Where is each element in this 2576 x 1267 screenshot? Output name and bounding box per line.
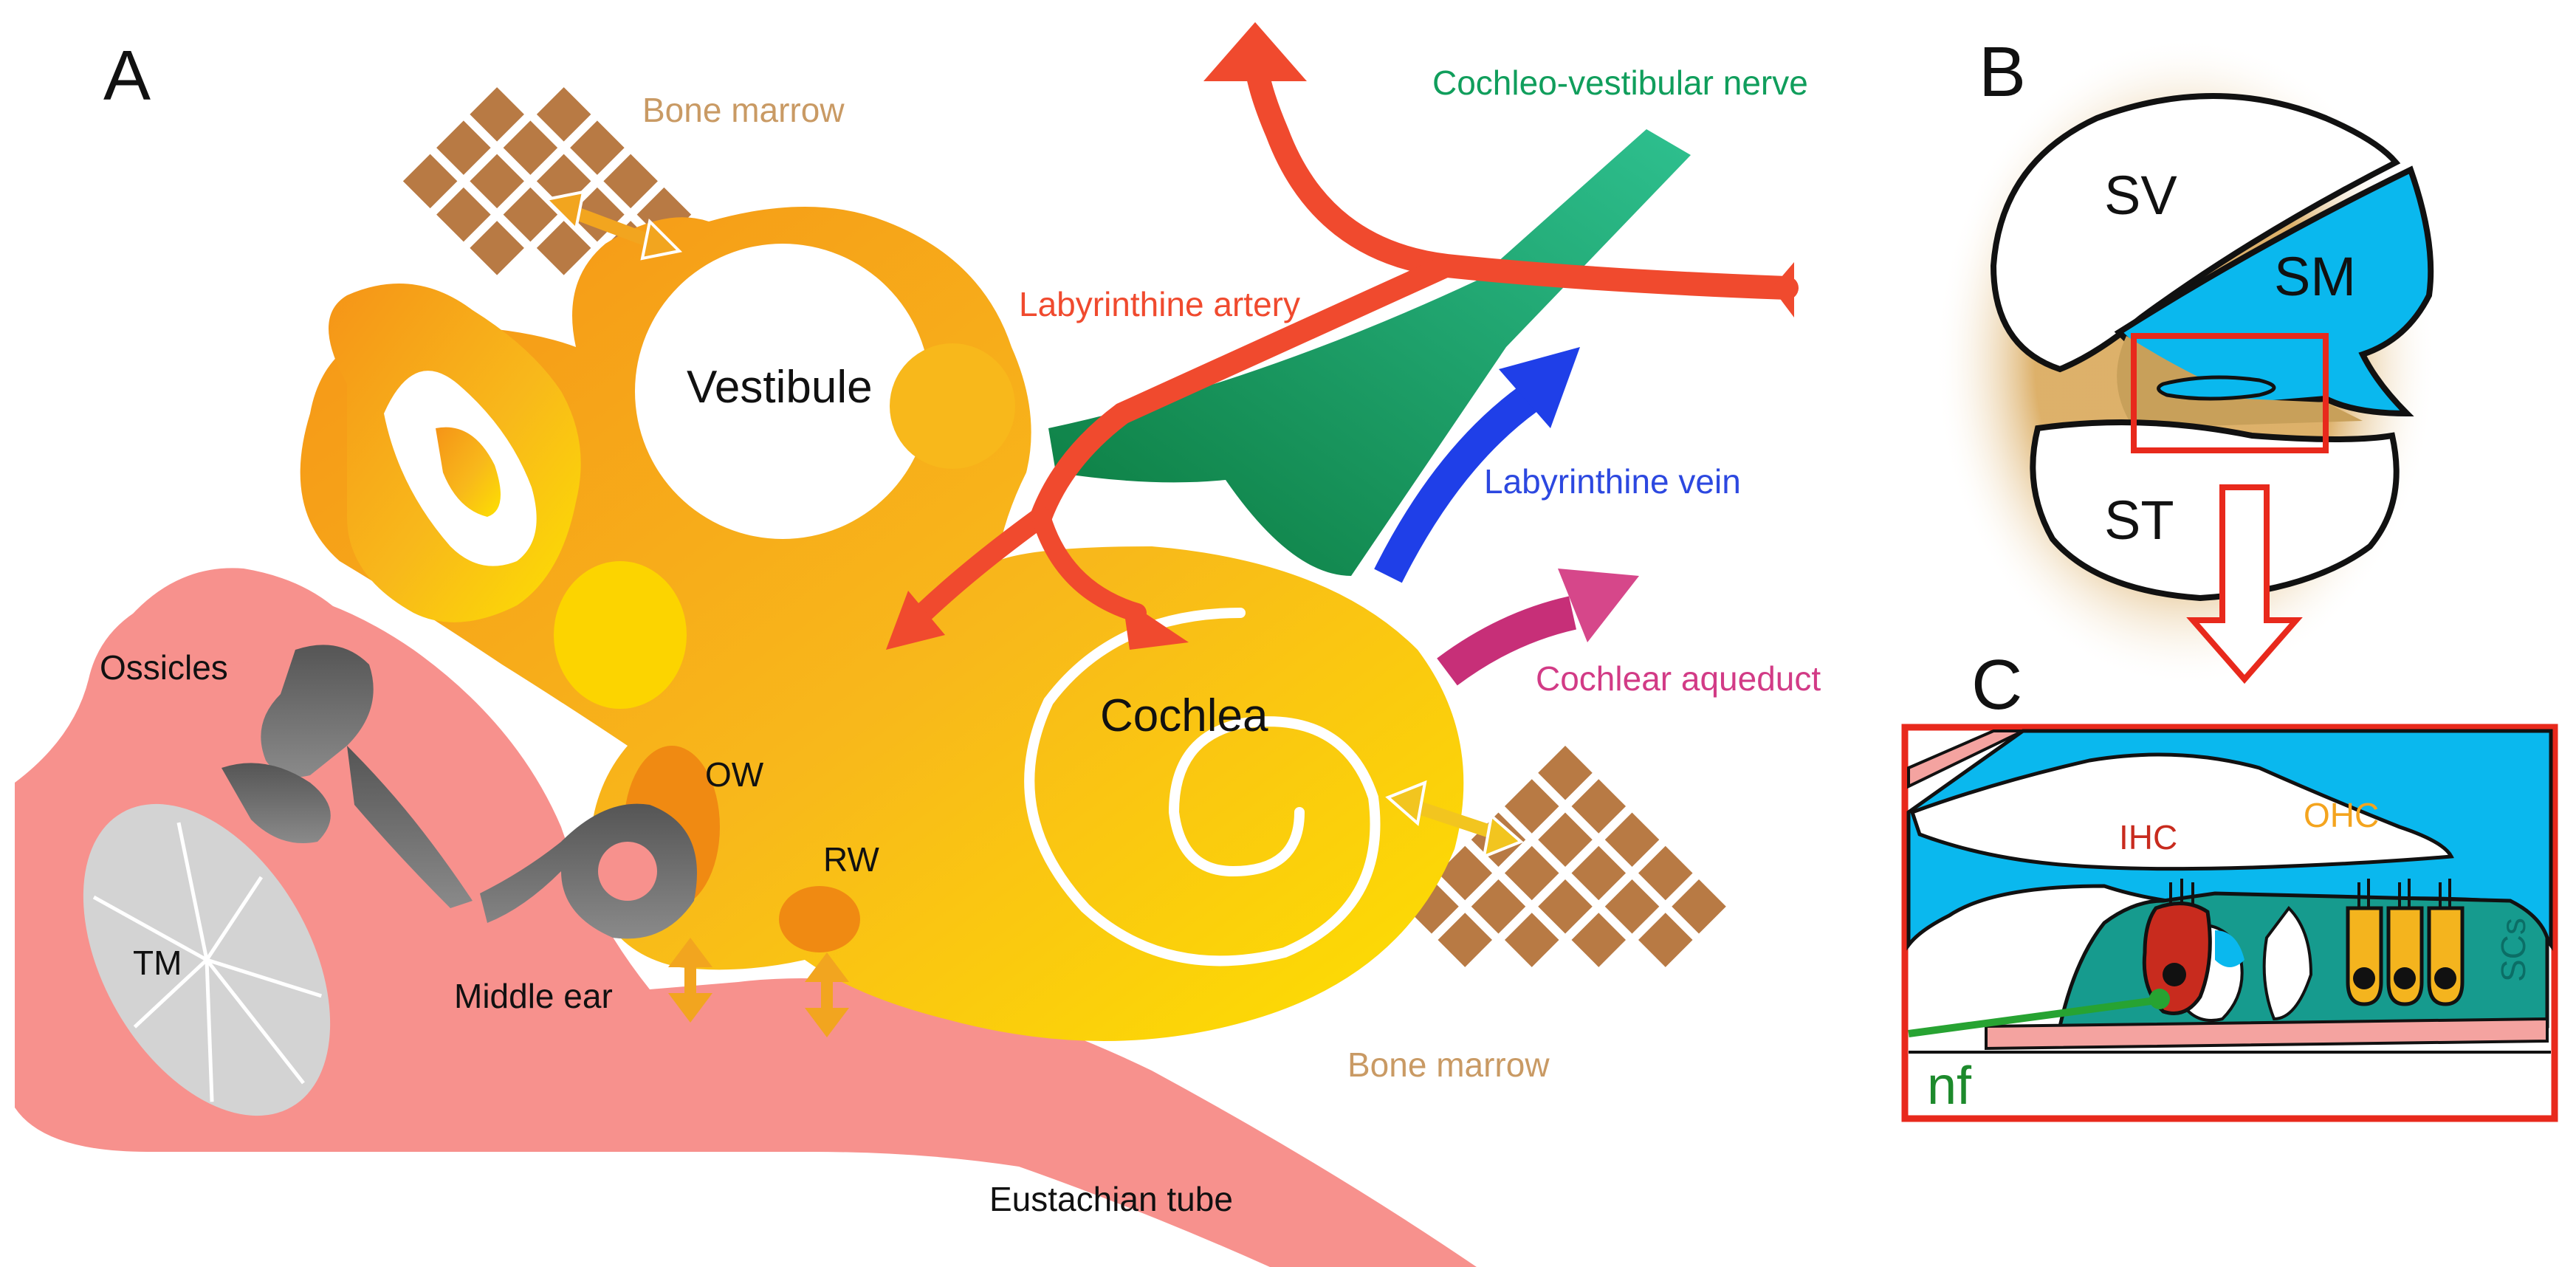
labyrinthine-artery [898,40,1799,638]
tunnel-cyan [2215,930,2244,967]
ihc-stereocilia [2169,879,2194,904]
round-window [779,886,860,952]
label-cochleo-vestibular-nerve: Cochleo-vestibular nerve [1432,63,1808,102]
label-tm: TM [133,944,182,982]
marrow-arrow-bottom [1385,780,1524,859]
label-rw: RW [823,840,879,879]
label-ow: OW [705,755,764,794]
outer-hair-cells [2346,879,2465,1006]
inner-hair-cell [2142,902,2212,1015]
label-vestibule: Vestibule [687,362,873,413]
label-sm: SM [2274,246,2356,307]
zoom-box [2131,333,2329,453]
tectorial-membrane [1909,752,2454,871]
label-middle-ear: Middle ear [454,977,613,1015]
aqueduct-arrowhead [1558,569,1639,642]
panel-b-letter: B [1979,32,2026,111]
label-labyrinthine-vein: Labyrinthine vein [1484,462,1741,501]
label-ihc: IHC [2119,818,2177,856]
label-scs: SCs [2494,918,2532,982]
panel-b: B SV SM ST [1934,32,2436,687]
label-eustachian-tube: Eustachian tube [989,1180,1233,1218]
canal-inner [436,427,501,517]
vestibule-hole [635,244,930,539]
labyrinthine-vein [1374,386,1538,583]
vein-arrowhead [1499,347,1580,428]
label-cochlea: Cochlea [1100,690,1268,741]
artery-arrowhead-cochlea [1122,598,1189,650]
malleus-head [221,763,331,843]
scala-tympani [2030,419,2400,602]
basilar-region [2117,336,2363,428]
label-ossicles: Ossicles [100,648,228,687]
panel-c-letter: C [1971,645,2022,724]
panel-a: A [15,22,1821,1267]
stapes [480,803,697,939]
nuel-space [2262,905,2313,1021]
nerve-fiber [1908,997,2157,1037]
panel-a-letter: A [103,36,151,115]
ihc-nucleus [2163,963,2186,986]
artery-right-end [1772,262,1794,317]
label-sv: SV [2104,165,2177,226]
vestibule-bump [890,343,1015,469]
ossicles [221,645,697,939]
label-bone-marrow-top: Bone marrow [642,91,845,129]
inner-sulcus [2157,375,2276,401]
cochleo-vestibular-nerve [1048,129,1691,576]
ampulla [554,561,687,709]
stapes-hole [598,842,657,901]
marrow-arrow-top [543,190,683,261]
label-st: ST [2104,490,2174,551]
label-labyrinthine-artery: Labyrinthine artery [1019,285,1300,323]
scala-vestibuli [1990,93,2401,373]
malleus [261,645,374,777]
label-cochlear-aqueduct: Cochlear aqueduct [1536,659,1821,698]
panel-c: C [1901,645,2558,1122]
window-arrows [668,938,849,1037]
label-nf: nf [1927,1057,1972,1116]
artery-arrowhead-up [1203,22,1307,81]
cochlear-aqueduct [1437,596,1577,686]
nerve-ending [2149,989,2170,1009]
tympanic-membrane [83,803,331,1116]
basilar-membrane [1985,1017,2549,1051]
cochlea-spiral [1024,608,1381,966]
zoom-arrow [2186,484,2303,684]
middle-ear-region [15,586,1477,1267]
label-bone-marrow-bottom: Bone marrow [1347,1045,1550,1084]
incus [347,746,473,908]
artery-arrowhead-vestibule [886,591,945,650]
label-ohc: OHC [2304,796,2379,834]
